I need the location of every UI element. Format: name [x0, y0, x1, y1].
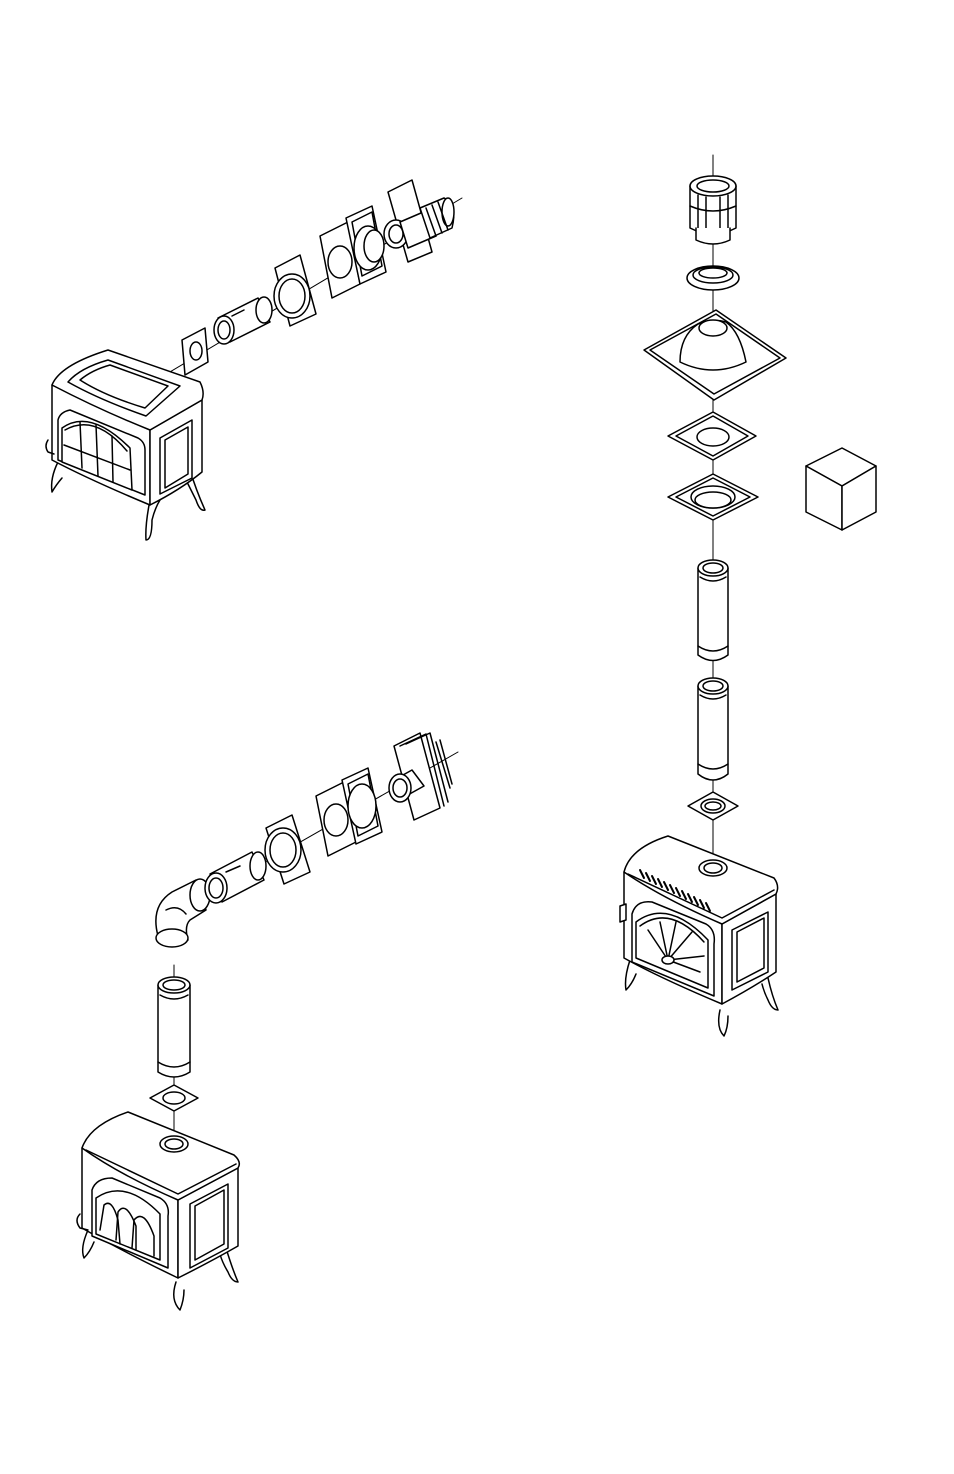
elbow-90 — [156, 879, 210, 947]
attic-shield-box — [806, 448, 876, 530]
vent-pipe-section — [214, 297, 272, 344]
stove-rear-vent — [46, 350, 205, 540]
storm-collar — [687, 266, 739, 290]
pipe-section-upper — [698, 560, 728, 661]
pipe-section-lower — [698, 678, 728, 780]
roof-flashing — [644, 310, 786, 400]
stove-top-vent — [77, 1112, 239, 1310]
wall-thimble-plate — [182, 328, 208, 375]
wall-termination — [389, 733, 452, 820]
horizontal-pipe — [205, 852, 266, 903]
assembly-vertical-roof — [620, 155, 876, 1036]
flue-collar-plate — [150, 1085, 198, 1111]
vertical-pipe — [158, 977, 190, 1077]
assembly-top-elbow — [77, 733, 458, 1310]
collar-ring — [274, 255, 316, 326]
termination-cap — [384, 180, 454, 262]
collar-ring — [265, 815, 310, 884]
roof-termination-cap — [690, 176, 736, 244]
assembly-rear-horizontal — [46, 180, 462, 540]
ceiling-support-box — [668, 474, 758, 520]
firestop-spacer — [668, 412, 756, 460]
ceiling-plate — [688, 792, 738, 820]
stove-vertical-vent — [620, 836, 778, 1036]
